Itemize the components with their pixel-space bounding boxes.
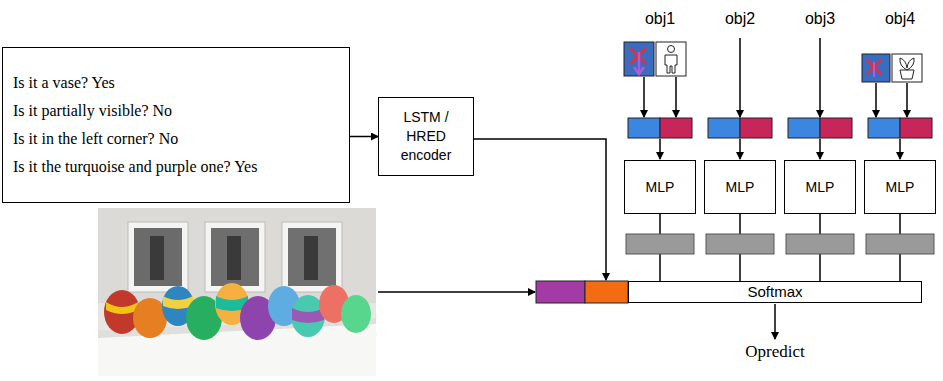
box-text: Is it in the left corner? No: [13, 125, 178, 153]
mlp-box: MLP: [864, 160, 936, 214]
mlp-outputs: [626, 234, 934, 254]
mlp-box: MLP: [624, 160, 696, 214]
box-text: MLP: [646, 179, 675, 195]
encoder-arrow: [471, 139, 606, 280]
image-arrow: [378, 291, 535, 293]
dialogue-box: Is it a vase? YesIs it partially visible…: [2, 47, 350, 203]
output-arrow: [774, 304, 776, 339]
box-text: MLP: [726, 179, 755, 195]
box-text: Is it partially visible? No: [13, 97, 172, 125]
object-label: obj2: [725, 10, 755, 28]
box-text: Is it a vase? Yes: [13, 69, 115, 97]
box-text: MLP: [886, 179, 915, 195]
prediction-label: Opredict: [745, 342, 804, 362]
box-text: Softmax: [747, 283, 802, 301]
box-text: LSTM / HRED encoder: [379, 108, 473, 165]
object-vectors: [628, 118, 932, 138]
object-arrows: [644, 38, 907, 159]
vase-photo: [98, 208, 376, 376]
encoder-box: LSTM / HRED encoder: [378, 97, 474, 176]
image-feature: [536, 281, 585, 303]
mlp-box: MLP: [704, 160, 776, 214]
box-text: Is it the turquoise and purple one? Yes: [13, 153, 257, 181]
object-label: obj3: [805, 10, 835, 28]
box-text: MLP: [806, 179, 835, 195]
object-label: obj4: [885, 10, 915, 28]
object-icons: [624, 42, 922, 82]
object-label: obj1: [645, 10, 675, 28]
dialogue-feature: [585, 281, 628, 303]
softmax-box: Softmax: [628, 281, 922, 303]
connector: [350, 136, 378, 138]
mlp-box: MLP: [784, 160, 856, 214]
